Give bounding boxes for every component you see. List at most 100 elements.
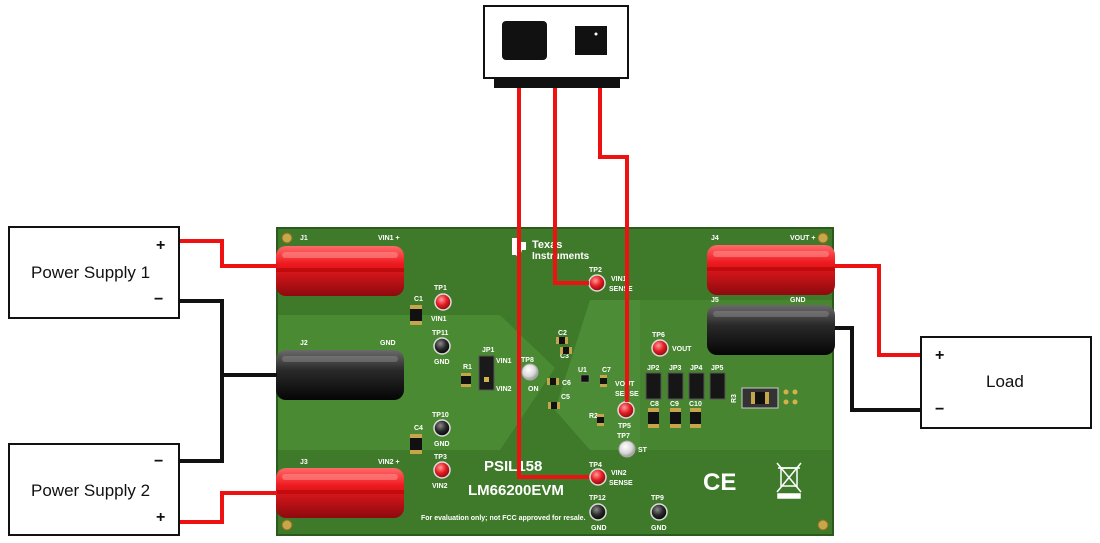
wire-meter-to-tp5 xyxy=(598,84,629,402)
svg-text:TP7: TP7 xyxy=(617,433,630,440)
mounting-hole xyxy=(817,519,829,531)
j5-tag: GND xyxy=(790,297,806,304)
svg-text:VIN1: VIN1 xyxy=(431,316,447,323)
j3-label: J3 xyxy=(300,459,308,466)
svg-text:C8: C8 xyxy=(650,401,659,408)
wire-gnd-to-load xyxy=(835,326,921,412)
j3-tag: VIN2 + xyxy=(378,459,400,466)
load-label: Load xyxy=(986,372,1024,391)
svg-text:R1: R1 xyxy=(463,364,472,371)
ps1-box xyxy=(8,226,180,319)
svg-text:TP12: TP12 xyxy=(589,495,606,502)
svg-text:U1: U1 xyxy=(578,367,587,374)
svg-text:R3: R3 xyxy=(731,394,738,403)
board-name-line2: LM66200EVM xyxy=(468,482,564,499)
svg-text:JP3: JP3 xyxy=(669,365,682,372)
svg-text:C6: C6 xyxy=(562,380,571,387)
multimeter xyxy=(483,5,629,88)
board-name-line1: PSIL158 xyxy=(484,458,542,475)
j5-label: J5 xyxy=(711,297,719,304)
tp11: TP11 GND xyxy=(432,330,451,366)
ti-logo-line1: Texas xyxy=(532,239,562,251)
wire-ground-bus xyxy=(178,299,224,463)
mounting-hole xyxy=(281,519,293,531)
svg-text:ON: ON xyxy=(528,386,539,393)
wire-vout-to-load xyxy=(835,264,921,357)
svg-text:GND: GND xyxy=(651,525,667,532)
ps1-label: Power Supply 1 xyxy=(31,263,150,282)
svg-text:ST: ST xyxy=(638,447,648,454)
tp7: TP7 ST xyxy=(617,433,648,458)
connector-j4: J4 VOUT + xyxy=(707,235,835,295)
jumpers-jp2-jp5: JP2 JP3 JP4 JP5 xyxy=(645,365,726,400)
wire-meter-to-tp4 xyxy=(517,84,589,479)
svg-text:JP4: JP4 xyxy=(690,365,703,372)
connector-j2: J2 GND xyxy=(276,340,404,400)
svg-text:VIN1: VIN1 xyxy=(496,358,512,365)
cap-c1: C1 xyxy=(410,296,423,325)
svg-text:TP4: TP4 xyxy=(589,462,602,469)
disclaimer-text: For evaluation only; not FCC approved fo… xyxy=(421,515,586,522)
svg-text:TP2: TP2 xyxy=(589,267,602,274)
svg-text:VIN2: VIN2 xyxy=(611,470,627,477)
svg-text:GND: GND xyxy=(591,525,607,532)
svg-text:VOUT: VOUT xyxy=(672,346,692,353)
tp12: TP12 GND xyxy=(589,495,607,532)
wire-ps2-positive xyxy=(178,491,277,524)
wiring xyxy=(178,84,921,524)
pcb-copper-pour-left xyxy=(277,315,555,450)
resistor-r3: R3 xyxy=(731,387,798,409)
svg-text:C9: C9 xyxy=(670,401,679,408)
ps1-plus: + xyxy=(156,237,165,254)
j2-binding-post xyxy=(276,350,404,400)
ps2-minus: − xyxy=(154,453,163,470)
ps1-minus: − xyxy=(154,291,163,308)
connector-j5: J5 GND xyxy=(707,297,835,355)
j1-label: J1 xyxy=(300,235,308,242)
svg-text:SENSE: SENSE xyxy=(609,286,633,293)
resistor-r1: R1 xyxy=(461,364,472,387)
meter-display xyxy=(502,21,547,60)
jumper-jp1: JP1 VIN1 VIN2 xyxy=(478,347,512,393)
svg-text:SENSE: SENSE xyxy=(609,480,633,487)
svg-text:TP10: TP10 xyxy=(432,412,449,419)
tp3: TP3 VIN2 xyxy=(432,454,451,490)
svg-text:JP1: JP1 xyxy=(482,347,495,354)
svg-text:GND: GND xyxy=(434,441,450,448)
ti-logo-line2: Instruments xyxy=(532,251,590,262)
svg-text:TP6: TP6 xyxy=(652,332,665,339)
svg-text:C5: C5 xyxy=(561,394,570,401)
weee-bin-icon xyxy=(776,462,802,499)
caps-c8-c10: C8 C9 C10 xyxy=(648,401,702,428)
svg-text:C10: C10 xyxy=(689,401,702,408)
connector-j1: J1 VIN1 + xyxy=(276,235,404,296)
tp9: TP9 GND xyxy=(650,495,668,532)
connector-j3: J3 VIN2 + xyxy=(276,459,404,518)
cap-c4: C4 xyxy=(410,425,423,454)
meter-base xyxy=(494,79,620,88)
ce-mark: CE xyxy=(703,469,736,496)
svg-text:JP5: JP5 xyxy=(711,365,724,372)
j4-tag: VOUT + xyxy=(790,235,815,242)
wire-meter-to-tp2 xyxy=(553,84,589,285)
tp1: TP1 VIN1 xyxy=(431,285,452,323)
svg-text:TP8: TP8 xyxy=(521,357,534,364)
tp8: TP8 ON xyxy=(521,357,539,393)
svg-text:C4: C4 xyxy=(414,425,423,432)
tp2: TP2 VIN1 SENSE xyxy=(588,267,633,293)
svg-text:C7: C7 xyxy=(602,367,611,374)
wire-ps1-positive xyxy=(178,239,277,268)
svg-text:R2: R2 xyxy=(589,413,598,420)
ps2-label: Power Supply 2 xyxy=(31,481,150,500)
tp4: TP4 VIN2 SENSE xyxy=(589,462,633,487)
tp6: TP6 VOUT xyxy=(651,332,692,357)
load-box xyxy=(920,336,1092,429)
svg-text:C3: C3 xyxy=(560,353,569,360)
mounting-hole xyxy=(281,232,293,244)
load-plus: + xyxy=(935,347,944,364)
j1-tag: VIN1 + xyxy=(378,235,400,242)
power-supply-1: Power Supply 1 + − xyxy=(8,226,180,319)
svg-text:TP11: TP11 xyxy=(432,330,448,337)
svg-text:JP2: JP2 xyxy=(647,365,660,372)
